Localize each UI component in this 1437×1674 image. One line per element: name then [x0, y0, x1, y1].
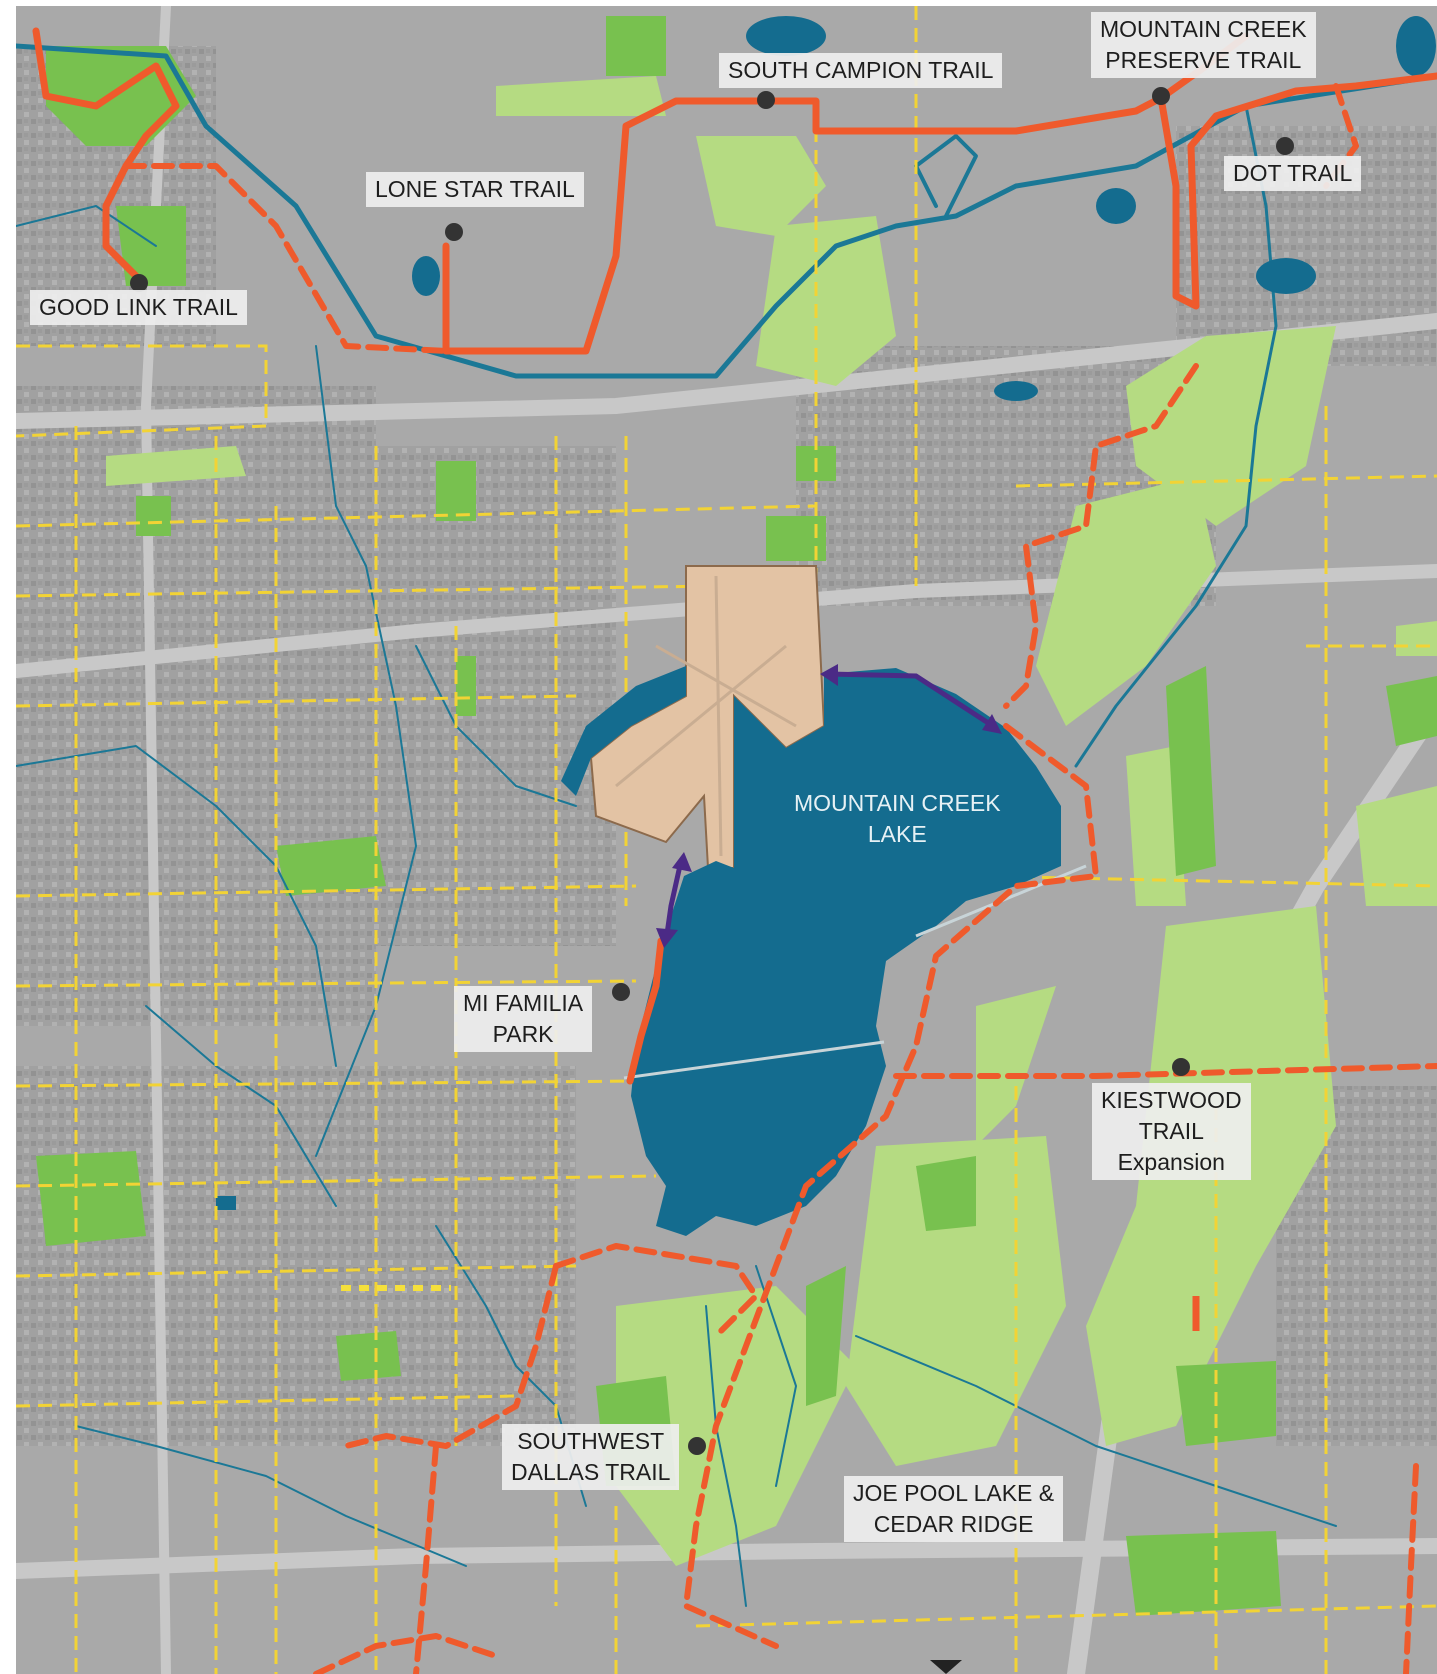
label-line: MOUNTAIN CREEK [1100, 16, 1307, 42]
label-southwest-dallas-trail[interactable]: SOUTHWEST DALLAS TRAIL [502, 1424, 680, 1490]
mountain-creek-lake [631, 668, 1061, 1236]
trail-map[interactable]: SOUTH CAMPION TRAIL MOUNTAIN CREEK PRESE… [16, 6, 1437, 1674]
label-line: SOUTHWEST [517, 1428, 665, 1454]
label-line: CEDAR RIDGE [873, 1511, 1034, 1537]
label-line: DALLAS TRAIL [511, 1459, 671, 1485]
label-good-link-trail[interactable]: GOOD LINK TRAIL [30, 290, 247, 325]
map-canvas [16, 6, 1437, 1674]
trailhead-marker-icon[interactable] [1276, 137, 1294, 155]
trailhead-marker-icon[interactable] [130, 274, 148, 292]
streams [16, 43, 1437, 1607]
trailhead-marker-icon[interactable] [688, 1437, 706, 1455]
neighborhoods [16, 46, 1437, 1446]
lake-west-arm [561, 666, 686, 796]
label-mountain-creek-preserve-trail[interactable]: MOUNTAIN CREEK PRESERVE TRAIL [1091, 12, 1316, 78]
label-mi-familia-park[interactable]: MI FAMILIA PARK [454, 986, 593, 1052]
label-line: KIESTWOOD [1101, 1087, 1242, 1113]
lake-crossing [623, 1040, 885, 1080]
label-line: LAKE [867, 821, 927, 847]
label-line: MOUNTAIN CREEK [794, 790, 1001, 816]
trailhead-marker-icon[interactable] [757, 91, 775, 109]
runways [615, 575, 797, 857]
ponds [216, 16, 1436, 1210]
label-mountain-creek-lake: MOUNTAIN CREEK LAKE [794, 788, 1001, 850]
trailhead-marker-icon[interactable] [445, 223, 463, 241]
trailhead-markers [130, 87, 1294, 1455]
label-line: PRESERVE TRAIL [1105, 47, 1302, 73]
down-arrow-icon[interactable] [930, 1660, 962, 1674]
open-space-light [106, 76, 1437, 1566]
trailhead-marker-icon[interactable] [1172, 1058, 1190, 1076]
label-line: JOE POOL LAKE & [853, 1480, 1055, 1506]
label-south-campion-trail[interactable]: SOUTH CAMPION TRAIL [719, 53, 1003, 88]
label-line: MI FAMILIA [463, 990, 584, 1016]
label-lone-star-trail[interactable]: LONE STAR TRAIL [366, 172, 584, 207]
label-kiestwood-trail[interactable]: KIESTWOOD TRAIL Expansion [1092, 1083, 1251, 1180]
label-line: TRAIL [1138, 1118, 1204, 1144]
label-joe-pool-lake-cedar-ridge[interactable]: JOE POOL LAKE & CEDAR RIDGE [844, 1476, 1064, 1542]
label-dot-trail[interactable]: DOT TRAIL [1224, 156, 1362, 191]
connector-arrowheads [656, 664, 1002, 948]
label-line: Expansion [1117, 1149, 1225, 1175]
label-line: PARK [492, 1021, 554, 1047]
trailhead-marker-icon[interactable] [612, 983, 630, 1001]
trailhead-marker-icon[interactable] [1152, 87, 1170, 105]
